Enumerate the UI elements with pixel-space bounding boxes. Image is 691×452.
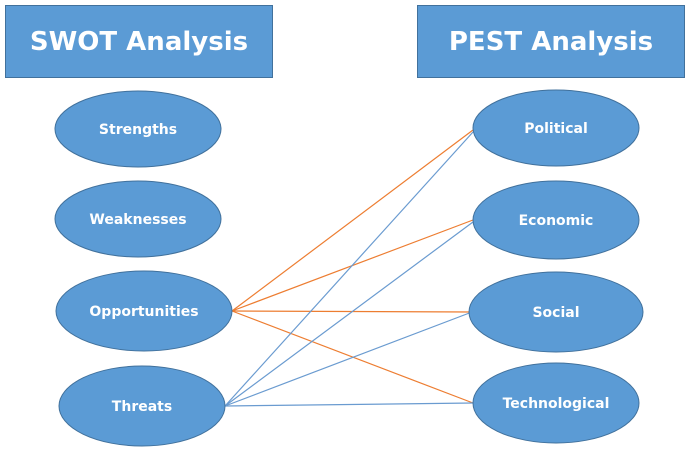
pest-node-economic[interactable]: Economic — [472, 180, 640, 260]
swot-node-threats[interactable]: Threats — [58, 365, 226, 447]
connector-threats-technological — [224, 402, 474, 407]
opportunities-connectors — [231, 129, 474, 404]
swot-node-strengths[interactable]: Strengths — [54, 90, 222, 168]
node-label: Weaknesses — [89, 212, 186, 228]
connector-opportunities-political — [231, 129, 474, 312]
node-label: Strengths — [99, 122, 177, 138]
connector-threats-political — [224, 131, 474, 407]
connector-threats-social — [224, 311, 473, 407]
threats-connectors — [224, 131, 474, 407]
connector-threats-economic — [224, 221, 474, 407]
pest-node-social[interactable]: Social — [468, 271, 644, 353]
swot-analysis-header: SWOT Analysis — [5, 5, 273, 78]
swot-node-opportunities[interactable]: Opportunities — [55, 270, 233, 352]
node-label: Economic — [519, 213, 594, 229]
pest-node-technological[interactable]: Technological — [472, 362, 640, 444]
node-label: Social — [532, 305, 579, 321]
swot-header-label: SWOT Analysis — [29, 26, 249, 57]
swot-node-weaknesses[interactable]: Weaknesses — [54, 180, 222, 258]
pest-node-political[interactable]: Political — [472, 89, 640, 167]
pest-header-label: PEST Analysis — [448, 26, 654, 57]
pest-analysis-header: PEST Analysis — [417, 5, 685, 78]
node-label: Opportunities — [89, 304, 198, 320]
node-label: Technological — [503, 396, 610, 412]
node-label: Political — [524, 121, 588, 137]
node-label: Threats — [112, 399, 172, 415]
